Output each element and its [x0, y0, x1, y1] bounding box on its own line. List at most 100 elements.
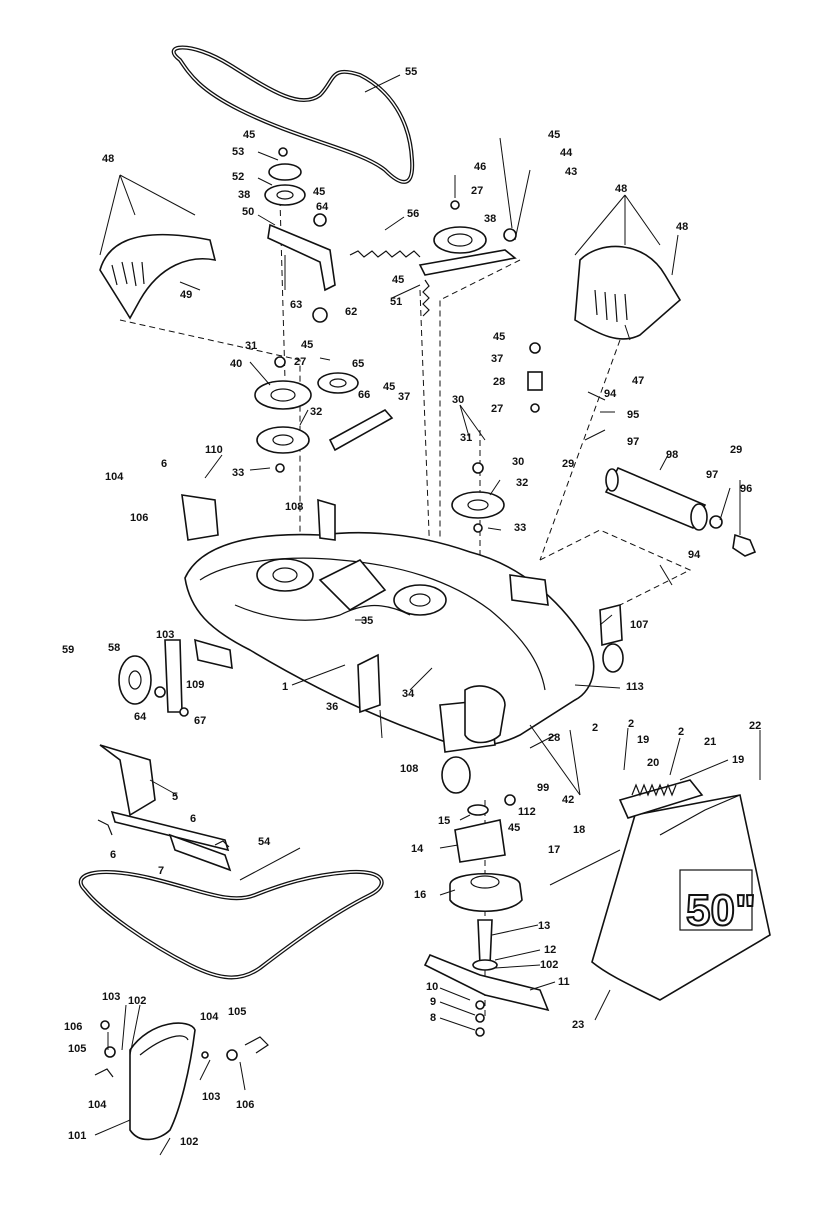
callout-103: 103 [102, 991, 120, 1003]
callout-19: 19 [732, 754, 744, 766]
callout-40: 40 [230, 358, 242, 370]
callout-45: 45 [383, 381, 395, 393]
callout-32: 32 [516, 477, 528, 489]
callout-20: 20 [647, 757, 659, 769]
callout-18: 18 [573, 824, 585, 836]
callout-16: 16 [414, 889, 426, 901]
callout-45: 45 [392, 274, 404, 286]
callout-49: 49 [180, 289, 192, 301]
callout-44: 44 [560, 147, 573, 159]
mower-deck [181, 494, 624, 794]
callout-9: 9 [430, 996, 436, 1008]
callout-30: 30 [512, 456, 524, 468]
callout-102: 102 [128, 995, 146, 1007]
callout-23: 23 [572, 1019, 584, 1031]
callout-2: 2 [592, 722, 598, 734]
callout-31: 31 [245, 340, 257, 352]
callout-94: 94 [604, 388, 617, 400]
callout-99: 99 [537, 782, 549, 794]
left-belt-cover [99, 174, 217, 320]
callout-2: 2 [628, 718, 634, 730]
callout-104: 104 [105, 471, 124, 483]
right-spindle-pulleys [451, 342, 543, 533]
callout-98: 98 [666, 449, 678, 461]
callout-29: 29 [730, 444, 742, 456]
callout-50: 50 [242, 206, 254, 218]
left-spindle-pulleys [254, 356, 394, 473]
callout-27: 27 [294, 356, 306, 368]
callout-2: 2 [678, 726, 684, 738]
callout-42: 42 [562, 794, 574, 806]
callout-37: 37 [491, 353, 503, 365]
callout-28: 28 [493, 376, 505, 388]
callout-65: 65 [352, 358, 364, 370]
callout-97: 97 [706, 469, 718, 481]
callout-96: 96 [740, 483, 752, 495]
callout-45: 45 [548, 129, 560, 141]
callout-17: 17 [548, 844, 560, 856]
callout-64: 64 [134, 711, 147, 723]
callout-1: 1 [282, 681, 288, 693]
callout-36: 36 [326, 701, 338, 713]
callout-45: 45 [313, 186, 325, 198]
callout-63: 63 [290, 299, 302, 311]
spindle-assembly [423, 794, 550, 1037]
callout-108: 108 [285, 501, 303, 513]
anti-scalp-roller [604, 466, 757, 557]
callout-43: 43 [565, 166, 577, 178]
callout-45: 45 [301, 339, 313, 351]
callout-110: 110 [205, 444, 223, 456]
callout-95: 95 [627, 409, 639, 421]
callout-29: 29 [562, 458, 574, 470]
callout-109: 109 [186, 679, 204, 691]
callout-27: 27 [491, 403, 503, 415]
callout-28: 28 [548, 732, 560, 744]
callout-7: 7 [158, 865, 164, 877]
leader-lines [94, 74, 761, 1156]
callout-105: 105 [228, 1006, 246, 1018]
callout-94: 94 [688, 549, 701, 561]
callout-6: 6 [110, 849, 116, 861]
callout-106: 106 [236, 1099, 254, 1111]
callout-101: 101 [68, 1130, 86, 1142]
callout-45: 45 [493, 331, 505, 343]
callout-11: 11 [558, 976, 570, 988]
callout-6: 6 [190, 813, 196, 825]
callout-53: 53 [232, 146, 244, 158]
idler-bracket-assembly [264, 147, 336, 323]
callout-66: 66 [358, 389, 370, 401]
callout-106: 106 [130, 512, 148, 524]
callout-48: 48 [102, 153, 114, 165]
callout-59: 59 [62, 644, 74, 656]
callout-45: 45 [508, 822, 520, 834]
callout-102: 102 [540, 959, 558, 971]
callout-5: 5 [172, 791, 178, 803]
left-gauge-wheel [118, 638, 233, 717]
callout-37: 37 [398, 391, 410, 403]
callout-107: 107 [630, 619, 648, 631]
callout-104: 104 [200, 1011, 219, 1023]
callout-35: 35 [361, 615, 373, 627]
callout-14: 14 [411, 843, 424, 855]
callout-112: 112 [518, 806, 536, 818]
callout-97: 97 [627, 436, 639, 448]
lower-belt [78, 869, 384, 980]
callout-33: 33 [232, 467, 244, 479]
callout-105: 105 [68, 1043, 86, 1055]
callout-6: 6 [161, 458, 167, 470]
callout-56: 56 [407, 208, 419, 220]
callout-103: 103 [156, 629, 174, 641]
callout-58: 58 [108, 642, 120, 654]
callout-47: 47 [632, 375, 644, 387]
callout-54: 54 [258, 836, 271, 848]
right-belt-cover [574, 194, 682, 340]
callout-27: 27 [471, 185, 483, 197]
callout-46: 46 [474, 161, 486, 173]
callout-64: 64 [316, 201, 329, 213]
callout-21: 21 [704, 736, 716, 748]
callout-22: 22 [749, 720, 761, 732]
callout-102: 102 [180, 1136, 198, 1148]
callout-103: 103 [202, 1091, 220, 1103]
callout-38: 38 [484, 213, 496, 225]
